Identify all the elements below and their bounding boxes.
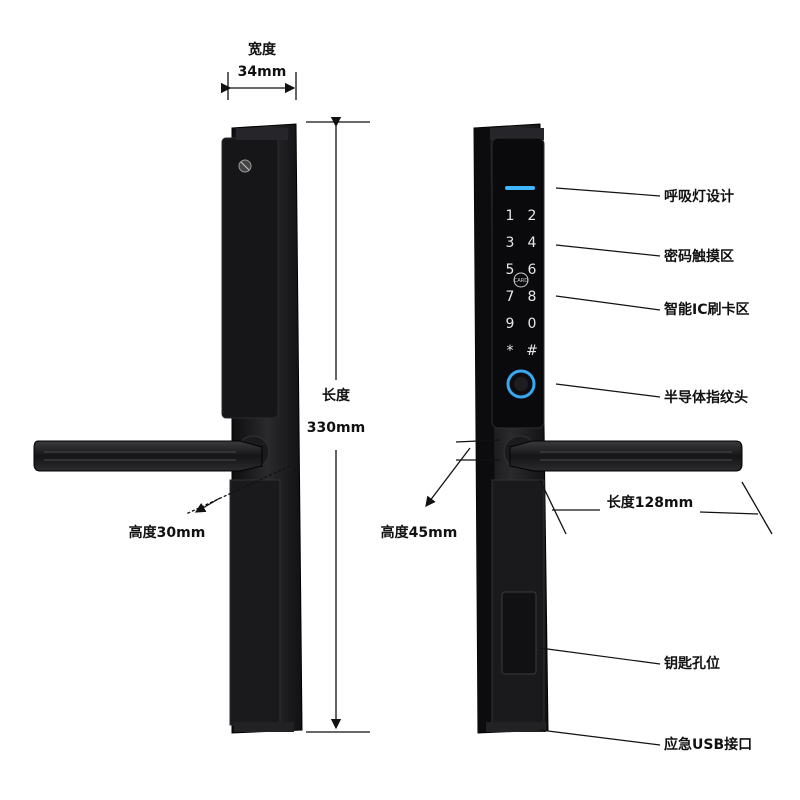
length-value: 330mm xyxy=(306,420,366,436)
keypad-key-1: 1 xyxy=(506,208,515,224)
height-left-label: 高度30mm xyxy=(128,525,206,541)
callout-fingerprint: 半导体指纹头 xyxy=(664,390,748,406)
keypad-key-9: 9 xyxy=(506,316,515,332)
breathing-light-icon xyxy=(505,186,535,190)
callout-ic-card: 智能IC刷卡区 xyxy=(664,302,750,318)
keypad-key-8: 8 xyxy=(528,289,537,305)
callout-breathing-light: 呼吸灯设计 xyxy=(664,189,734,205)
callout-key-hole: 钥匙孔位 xyxy=(664,656,720,672)
width-dimension xyxy=(220,72,297,100)
callout-leaders xyxy=(539,187,661,746)
handle-length-label: 长度128mm xyxy=(606,495,694,511)
screw-icon xyxy=(238,159,252,173)
key-hole-cover xyxy=(501,591,537,675)
left-handle xyxy=(33,440,263,472)
keypad-key-hash: # xyxy=(526,343,538,359)
keypad-key-0: 0 xyxy=(528,316,537,332)
card-label: CARD xyxy=(514,278,528,284)
keypad-key-3: 3 xyxy=(506,235,515,251)
callout-password-touch: 密码触摸区 xyxy=(664,249,734,265)
right-handle xyxy=(509,440,743,472)
keypad-key-6: 6 xyxy=(528,262,537,278)
keypad-key-4: 4 xyxy=(528,235,537,251)
keypad-key-5: 5 xyxy=(506,262,515,278)
callout-usb: 应急USB接口 xyxy=(664,737,753,753)
keypad-key-star: * xyxy=(507,343,514,359)
keypad-key-2: 2 xyxy=(528,208,537,224)
left-lock xyxy=(33,123,303,734)
height-left-dimension xyxy=(185,465,291,515)
length-label: 长度 xyxy=(322,388,350,404)
handle-length-dimension xyxy=(539,479,773,535)
width-label: 宽度 xyxy=(248,42,276,58)
length-dimension xyxy=(306,116,370,733)
keypad-key-7: 7 xyxy=(506,289,515,305)
height-right-label: 高度45mm xyxy=(380,525,458,541)
card-icon xyxy=(513,272,529,288)
height-right-dimension xyxy=(425,439,501,508)
width-value: 34mm xyxy=(237,64,287,80)
fingerprint-sensor-icon xyxy=(506,369,536,399)
